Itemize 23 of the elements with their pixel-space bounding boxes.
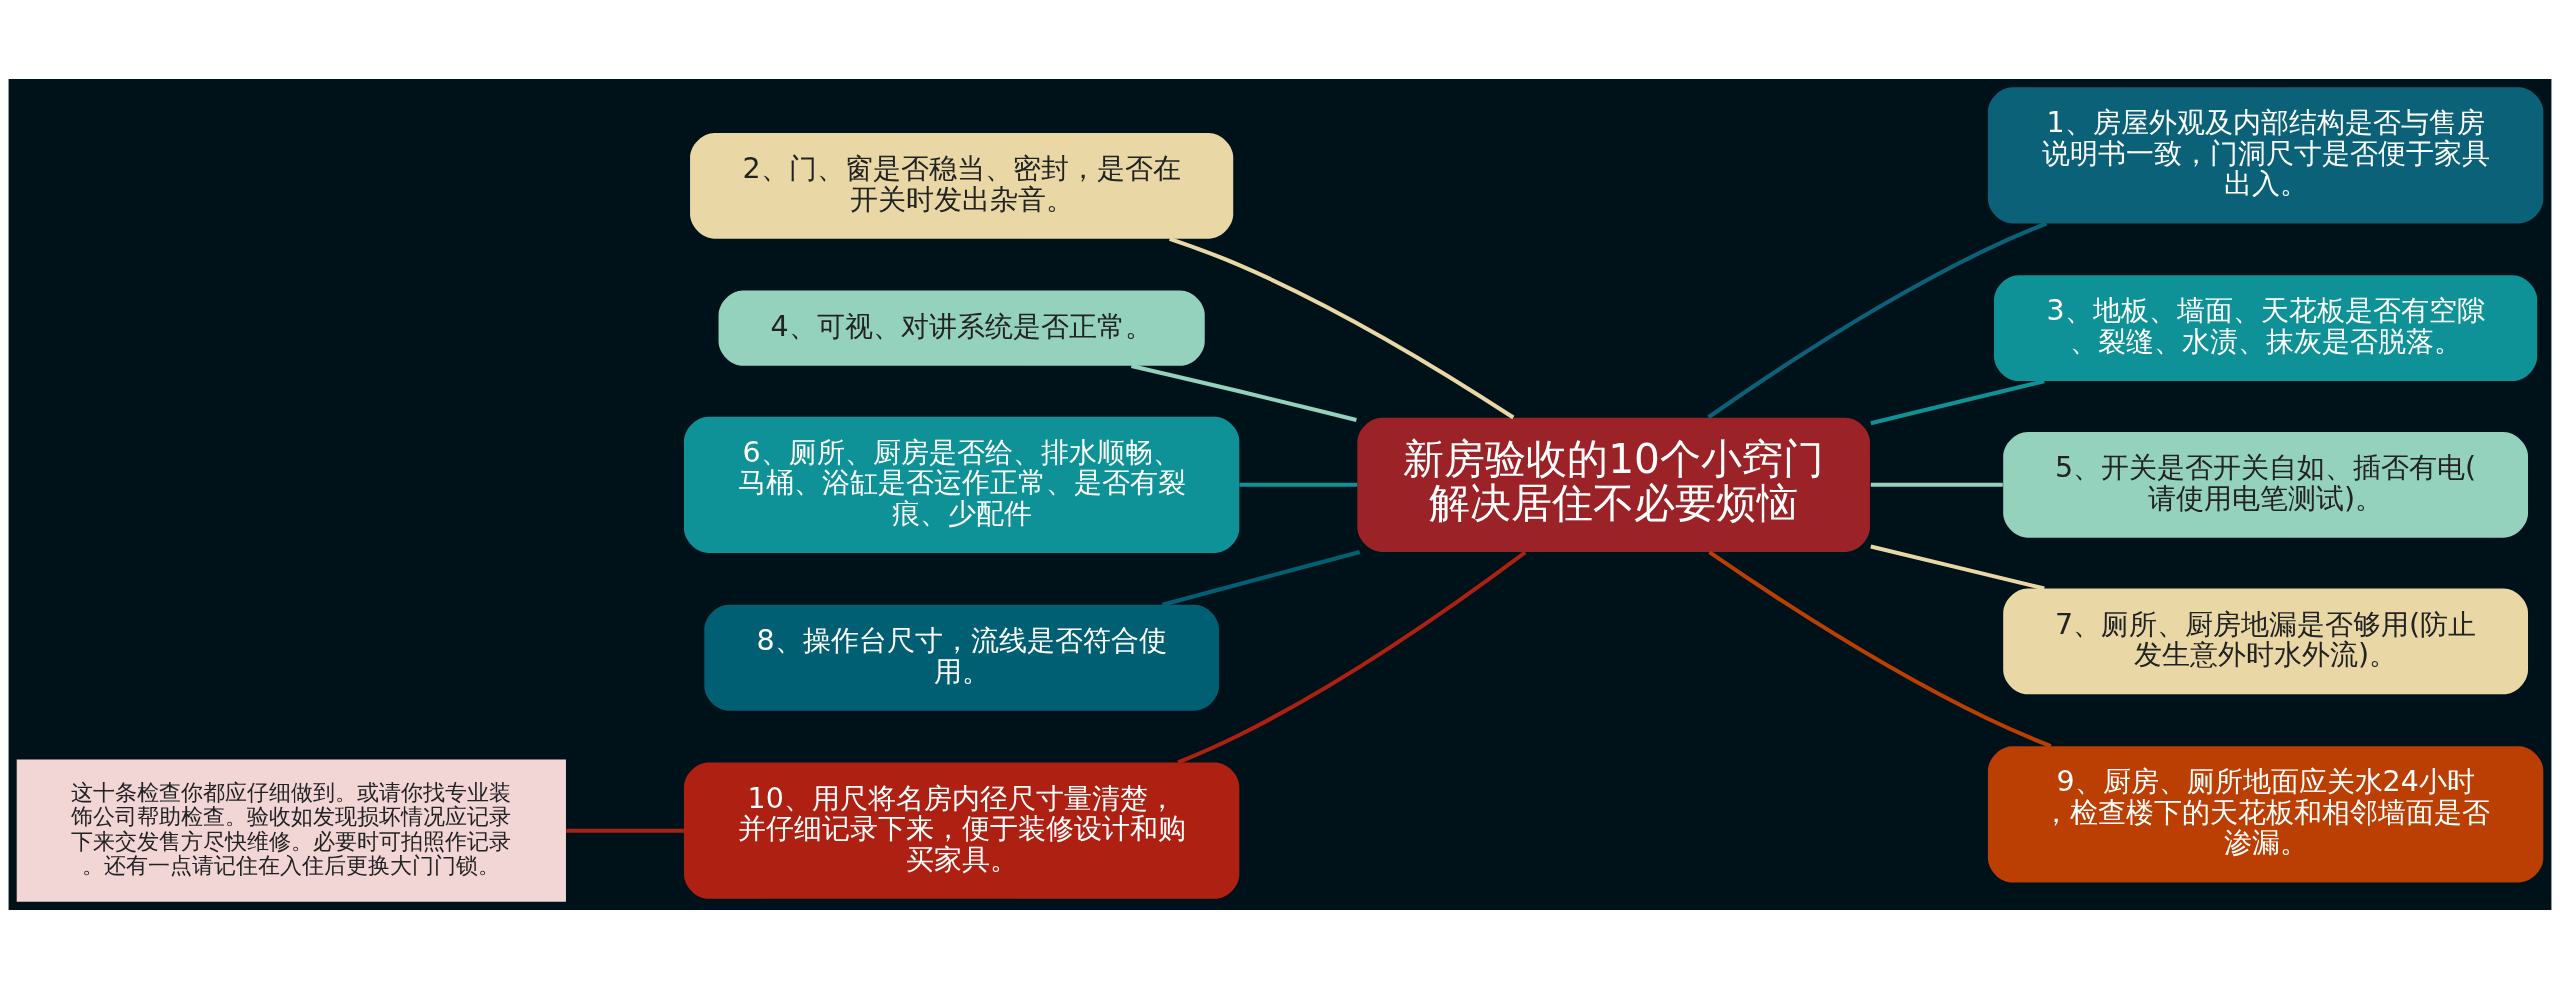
connector — [566, 828, 684, 833]
node-box: 5、开关是否开关自如、插否有电(请使用电笔测试)。 — [2003, 431, 2529, 538]
node-box: 新房验收的10个小窍门解决居住不必要烦恼 — [1357, 417, 1870, 552]
connector — [1870, 379, 2045, 426]
connector — [1239, 482, 1358, 487]
connector — [1131, 364, 1357, 422]
node-box: 8、操作台尺寸，流线是否符合使用。 — [704, 604, 1219, 711]
node-box: 4、可视、对讲系统是否正常。 — [718, 290, 1205, 366]
node-box: 7、厕所、厨房地漏是否够用(防止发生意外时水外流)。 — [2003, 588, 2529, 695]
connector — [1708, 550, 2052, 748]
node-box: 10、用尺将名房内径尺寸量清楚，并仔细记录下来，便于装修设计和购买家具。 — [683, 762, 1240, 899]
connector — [1161, 550, 1361, 607]
node-box: 这十条检查你都应仔细做到。或请你找专业装饰公司帮助检查。验收如发现损坏情况应记录下来交发售方尽快维修。必要时可拍照作记录。还有一点请记住在入住后更换大门门锁。 — [16, 759, 566, 902]
node-box: 9、厨房、厕所地面应关水24小时，检查楼下的天花板和相邻墙面是否渗漏。 — [1987, 746, 2544, 883]
connector — [1707, 221, 2048, 419]
connector — [1169, 236, 1515, 420]
node-box: 1、房屋外观及内部结构是否与售房说明书一致，门洞尺寸是否便于家具出入。 — [1987, 87, 2544, 224]
connector — [1870, 544, 2045, 591]
node-box: 6、厕所、厨房是否给、排水顺畅、马桶、浴缸是否运作正常、是否有裂痕、少配件 — [683, 416, 1240, 553]
node-box: 2、门、窗是否稳当、密封，是否在开关时发出杂音。 — [690, 132, 1234, 239]
node-box: 3、地板、墙面、天花板是否有空隙、裂缝、水渍、抹灰是否脱落。 — [1994, 275, 2538, 382]
connector — [1177, 550, 1527, 765]
connector — [1870, 482, 2003, 487]
